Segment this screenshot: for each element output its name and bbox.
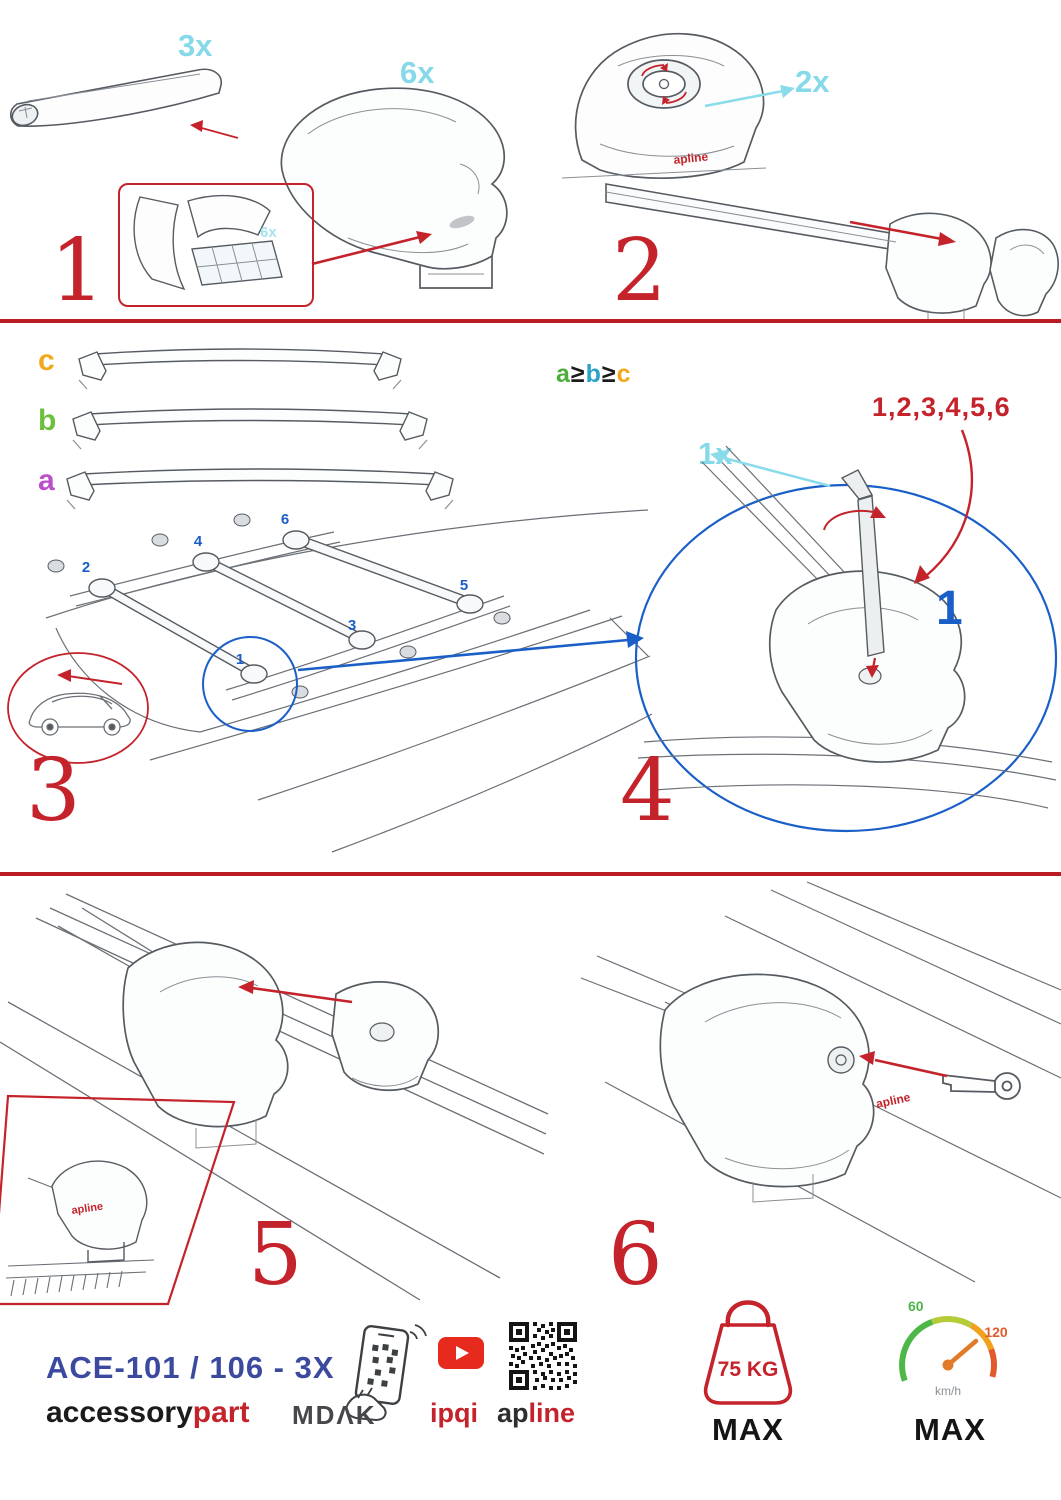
accessorypart-logo: accessorypart <box>46 1396 249 1430</box>
inset-frame <box>0 1094 236 1306</box>
speed-max-label: MAX <box>914 1412 986 1447</box>
length-label-c: c <box>38 344 55 377</box>
lock-key-drawing: apline <box>580 881 1061 1283</box>
zoom-ellipse <box>634 483 1058 833</box>
rule-c: c <box>616 360 632 388</box>
bar-qty-label: 3x <box>178 28 213 63</box>
rule-b: b <box>585 360 602 388</box>
speed-max-value-label: 120 <box>984 1324 1008 1340</box>
position-number-2: 2 <box>82 559 90 576</box>
knob-qty-label: 2x <box>795 64 830 99</box>
accessorypart-black: accessory <box>46 1396 193 1429</box>
installed-foot-inset: apline <box>0 1094 236 1306</box>
qr-code <box>509 1322 577 1390</box>
knob-qty-arrow <box>704 85 795 108</box>
section-divider-bottom <box>0 872 1061 876</box>
step-4-number: 4 <box>620 741 675 841</box>
step-5-number: 5 <box>248 1205 303 1305</box>
brand-mark: apline <box>673 149 709 167</box>
max-weight-icon: 75 KG <box>703 1300 793 1405</box>
weight-max-label: MAX <box>712 1412 784 1447</box>
rule-ge-1: ≥ <box>570 360 586 388</box>
rule-a: a <box>556 360 571 388</box>
position-number-4: 4 <box>194 533 203 550</box>
max-speed-icon: 60 120 km/h <box>899 1298 1008 1398</box>
position-number-3: 3 <box>348 617 356 634</box>
section-divider-top <box>0 319 1061 323</box>
allen-key <box>840 469 885 657</box>
length-label-b: b <box>38 404 57 437</box>
model-number: ACE-101 / 106 - 3X <box>46 1350 335 1385</box>
rule-ge-2: ≥ <box>601 360 617 388</box>
brand-mark: apline <box>71 1201 104 1217</box>
detail-arrow <box>297 638 629 672</box>
lock-cylinder <box>827 1046 855 1074</box>
position-number-5: 5 <box>460 577 468 594</box>
mdak-logo: MDΛK <box>292 1400 377 1430</box>
key <box>942 1072 1021 1100</box>
tightening-detail: 1 <box>634 429 1058 833</box>
cover-install-drawing <box>0 893 549 1301</box>
max-weight-value: 75 KG <box>718 1358 779 1381</box>
pad-detail-drawing: 6x <box>133 194 283 291</box>
crossbar-drawing <box>9 68 239 139</box>
bar-length-profiles <box>66 348 454 510</box>
step-1-number: 1 <box>50 221 105 321</box>
bar-endcap-drawing <box>605 183 1059 322</box>
install-sequence: 1,2,3,4,5,6 <box>872 392 1011 422</box>
length-label-a: a <box>38 464 55 497</box>
apline-black: ap <box>497 1398 529 1428</box>
pad-to-foot-arrow <box>311 231 432 266</box>
step-2-number: 2 <box>612 221 667 321</box>
length-rule: a≥b≥c <box>556 360 632 389</box>
ipqi-logo: ipqi <box>430 1398 478 1428</box>
foot-knob-drawing: apline <box>561 32 767 180</box>
pad-detail-inset: 6x <box>118 183 314 307</box>
apline-red: line <box>528 1398 576 1428</box>
position-number-1: 1 <box>236 651 244 668</box>
roof-mounting-diagram: 2 4 6 1 3 5 <box>7 509 653 853</box>
qr-scan-phone-icon <box>345 1324 427 1422</box>
accessorypart-red: part <box>192 1396 250 1429</box>
position-number-6: 6 <box>281 511 289 528</box>
step-3-number: 3 <box>26 741 81 841</box>
step-6-number: 6 <box>608 1205 663 1305</box>
speed-min-label: 60 <box>908 1298 924 1314</box>
apline-logo: apline <box>497 1398 575 1429</box>
foot-qty-label: 6x <box>400 55 435 90</box>
speed-unit-label: km/h <box>935 1384 961 1398</box>
first-position-number: 1 <box>936 582 963 635</box>
car-direction-inset <box>7 652 149 764</box>
speedometer-needle <box>945 1338 979 1368</box>
foot-drawing <box>280 87 508 289</box>
brand-mark: apline <box>875 1090 912 1111</box>
pad-qty-label: 6x <box>260 224 277 241</box>
highlight-circle <box>202 636 298 732</box>
youtube-icon <box>438 1337 484 1369</box>
